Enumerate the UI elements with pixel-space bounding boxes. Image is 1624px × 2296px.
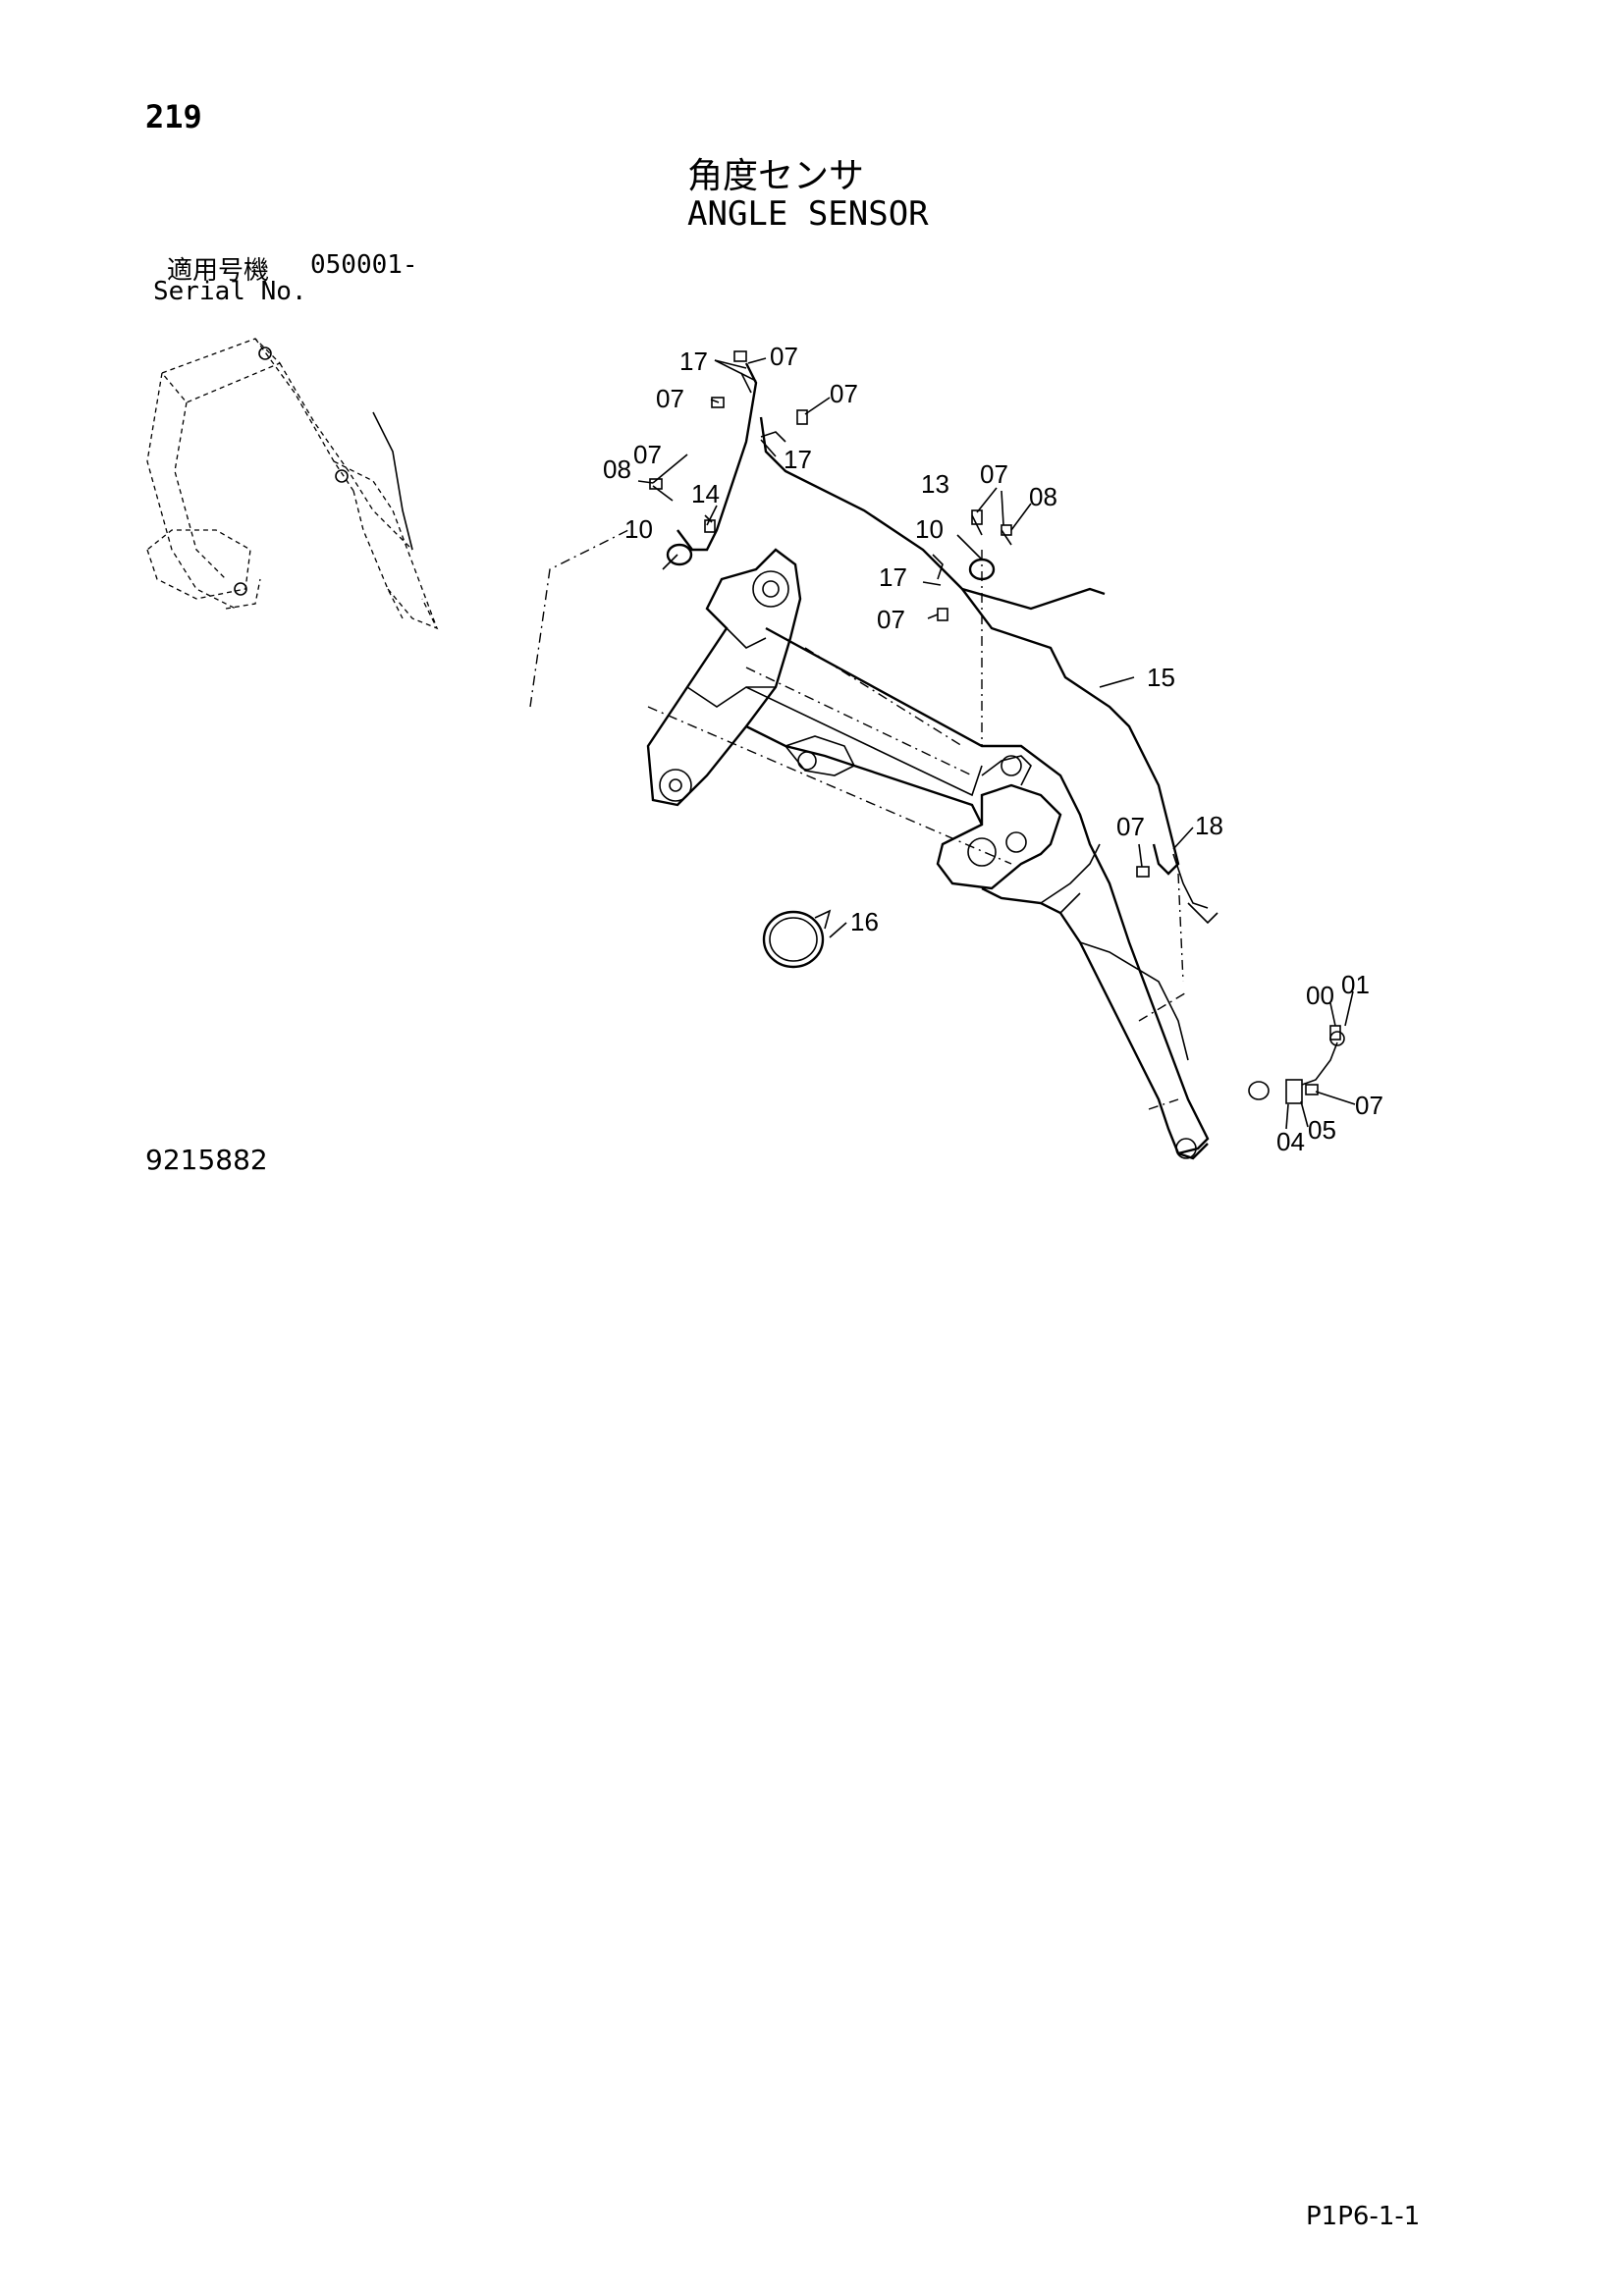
page-reference: P1P6-1-1 <box>1306 2202 1421 2231</box>
drawing-number: 9215882 <box>145 1144 268 1176</box>
boom-assembly <box>529 529 1210 1160</box>
callout-07: 07 <box>656 384 684 413</box>
serial-label-english: Serial No. <box>153 277 307 306</box>
clamp-band <box>762 909 832 969</box>
callout-18: 18 <box>1195 811 1223 840</box>
callout-13: 13 <box>921 469 949 499</box>
callout-08: 08 <box>603 454 631 484</box>
callout-08: 08 <box>1029 482 1057 511</box>
callout-labels: 17 07 07 07 17 08 07 14 10 13 07 08 10 1… <box>603 342 1383 1156</box>
harness-routing <box>649 350 1345 1104</box>
title-japanese: 角度センサ <box>687 156 865 196</box>
callout-07: 07 <box>830 379 858 408</box>
callout-07: 07 <box>1355 1091 1383 1120</box>
callout-07: 07 <box>633 440 662 469</box>
serial-label-japanese: 適用号機 <box>167 256 270 286</box>
callout-10: 10 <box>624 514 653 544</box>
callout-17: 17 <box>879 562 907 592</box>
callout-07: 07 <box>770 342 798 371</box>
callout-07: 07 <box>877 605 905 634</box>
leader-lines <box>637 357 1356 1130</box>
callout-07: 07 <box>1116 812 1145 841</box>
page-number: 219 <box>145 98 202 135</box>
serial-value: 050001- <box>310 250 418 280</box>
callout-15: 15 <box>1147 663 1175 692</box>
callout-14: 14 <box>691 479 720 508</box>
callout-01: 01 <box>1341 970 1370 999</box>
callout-17: 17 <box>679 347 708 376</box>
callout-04: 04 <box>1276 1127 1305 1156</box>
callout-07: 07 <box>980 459 1008 489</box>
front-attachment-thumbnail <box>146 338 439 630</box>
callout-05: 05 <box>1308 1115 1336 1145</box>
callout-00: 00 <box>1306 981 1334 1010</box>
callout-10: 10 <box>915 514 944 544</box>
title-english: ANGLE SENSOR <box>687 194 929 234</box>
callout-17: 17 <box>784 445 812 474</box>
callout-16: 16 <box>850 907 879 936</box>
